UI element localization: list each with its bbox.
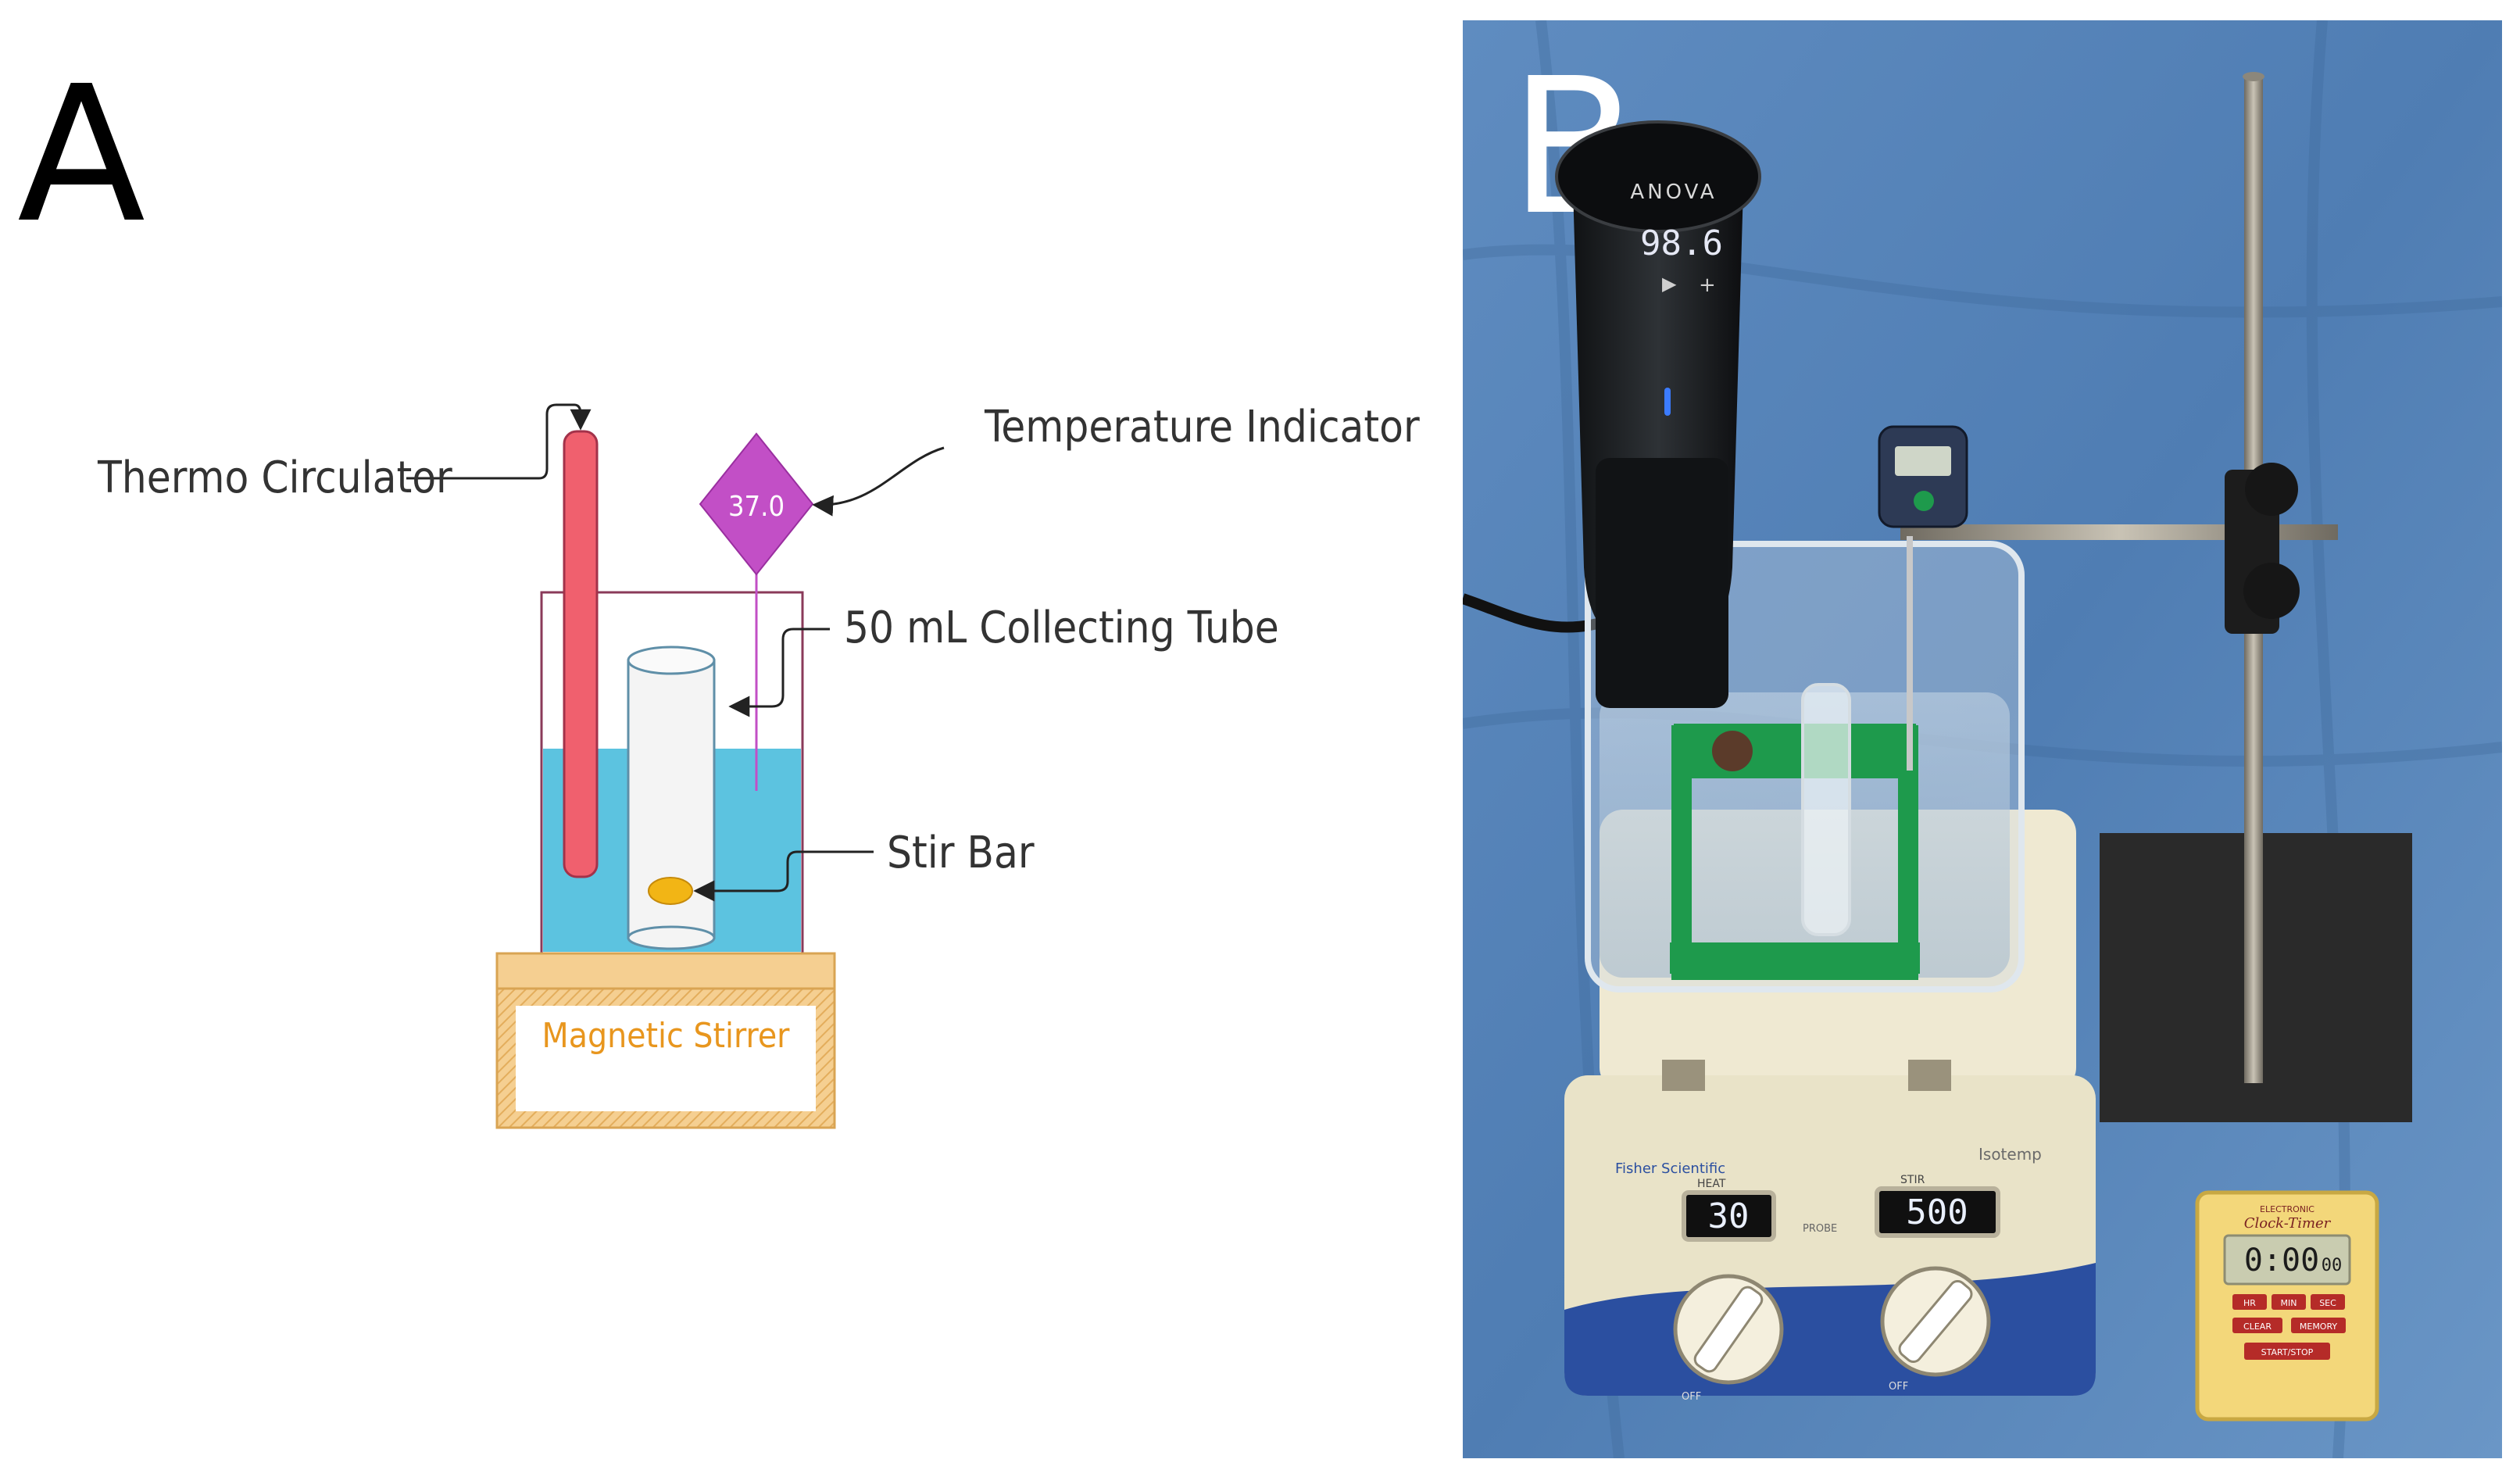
thermo-circulator-rod [563, 430, 599, 878]
probe-label: PROBE [1803, 1223, 1837, 1235]
anova-play-icon: ▶ [1662, 273, 1677, 295]
timer-button-hr: HR [2243, 1298, 2256, 1308]
stirrer-brand: Fisher Scientific [1615, 1160, 1725, 1177]
timer-button-sec: SEC [2319, 1298, 2336, 1308]
clamp-knob-lower [2243, 563, 2300, 619]
thermo-circulator-label: Thermo Circulator [97, 452, 452, 503]
temperature-indicator [699, 432, 814, 576]
timer-button-startstop-bg [2244, 1343, 2330, 1360]
stirrer-model: Isotemp [1978, 1145, 2042, 1164]
thermometer-body [1878, 425, 1968, 528]
thermometer-stem [1907, 536, 1913, 771]
heat-off-label: OFF [1682, 1391, 1701, 1403]
timer-display: 0:00 [2244, 1243, 2319, 1279]
timer-display-small: 00 [2322, 1256, 2343, 1275]
timer-button-startstop: START/STOP [2261, 1347, 2314, 1357]
tube-top [627, 646, 716, 675]
heat-display-value: 30 [1708, 1196, 1750, 1236]
magnetic-stirrer-top [495, 952, 836, 990]
anova-display: 98.6 [1640, 224, 1723, 263]
collecting-tube-photo [1801, 683, 1851, 936]
stir-off-label: OFF [1889, 1381, 1908, 1393]
heat-label: HEAT [1697, 1178, 1726, 1190]
timer-button-hr-bg [2232, 1294, 2267, 1310]
stir-bar [648, 877, 693, 905]
timer-button-clear-bg [2232, 1318, 2282, 1333]
timer-screen [2223, 1234, 2351, 1286]
magnetic-stirrer-panel [516, 1006, 816, 1111]
stir-display-value: 500 [1906, 1193, 1968, 1232]
timer-button-memory-bg [2291, 1318, 2346, 1333]
anova-skirt [1596, 458, 1728, 708]
thermo-circulator-leader [406, 403, 592, 480]
tube-holder-hole [1712, 731, 1753, 771]
heat-display [1682, 1190, 1776, 1242]
tube-holder-bottom [1670, 942, 1920, 974]
clamp-knob-upper [2245, 463, 2298, 516]
tube-bottom [627, 925, 716, 950]
power-cable [1463, 593, 1605, 633]
anova-plus-icon: + [1699, 274, 1716, 297]
anova-brand: ANOVA [1630, 181, 1717, 204]
timer-button-memory: MEMORY [2300, 1321, 2338, 1332]
panel-a-diagram: 37.0 Magnetic Stirrer Thermo Circulator … [97, 402, 1420, 1129]
timer-title: ELECTRONIC [2260, 1204, 2314, 1214]
anova-cap [1555, 120, 1761, 233]
timer-button-min-bg [2272, 1294, 2306, 1310]
panel-a-letter: A [17, 45, 146, 264]
timer-name: Clock-Timer [2244, 1215, 2332, 1232]
plate-clip-left [1662, 1060, 1705, 1091]
temperature-indicator-leader [812, 446, 945, 517]
temperature-indicator-label: Temperature Indicator [984, 402, 1420, 452]
timer-button-clear: CLEAR [2243, 1321, 2272, 1332]
plate-clip-right [1908, 1060, 1951, 1091]
stir-bar-label: Stir Bar [887, 828, 1035, 878]
timer-button-sec-bg [2311, 1294, 2345, 1310]
stir-display [1875, 1186, 2000, 1238]
panel-b-photo: B Fisher Scientific Isotemp HEAT STIR PR… [1463, 20, 2502, 1458]
timer-button-min: MIN [2281, 1298, 2297, 1308]
stir-knob-grip [1898, 1279, 1973, 1364]
collecting-tube-leader [728, 628, 830, 717]
rod-cap [2243, 72, 2264, 81]
stir-label: STIR [1900, 1174, 1925, 1186]
magnetic-stirrer-label: Magnetic Stirrer [542, 1016, 791, 1056]
tube-holder-top [1674, 724, 1916, 778]
stir-bar-leader [693, 850, 874, 902]
collecting-tube-label: 50 mL Collecting Tube [844, 603, 1279, 653]
thermometer-screen [1895, 446, 1951, 476]
heat-knob-grip [1693, 1286, 1764, 1373]
anova-led [1664, 388, 1671, 416]
thermometer-button [1914, 491, 1934, 511]
temperature-value: 37.0 [728, 491, 785, 523]
